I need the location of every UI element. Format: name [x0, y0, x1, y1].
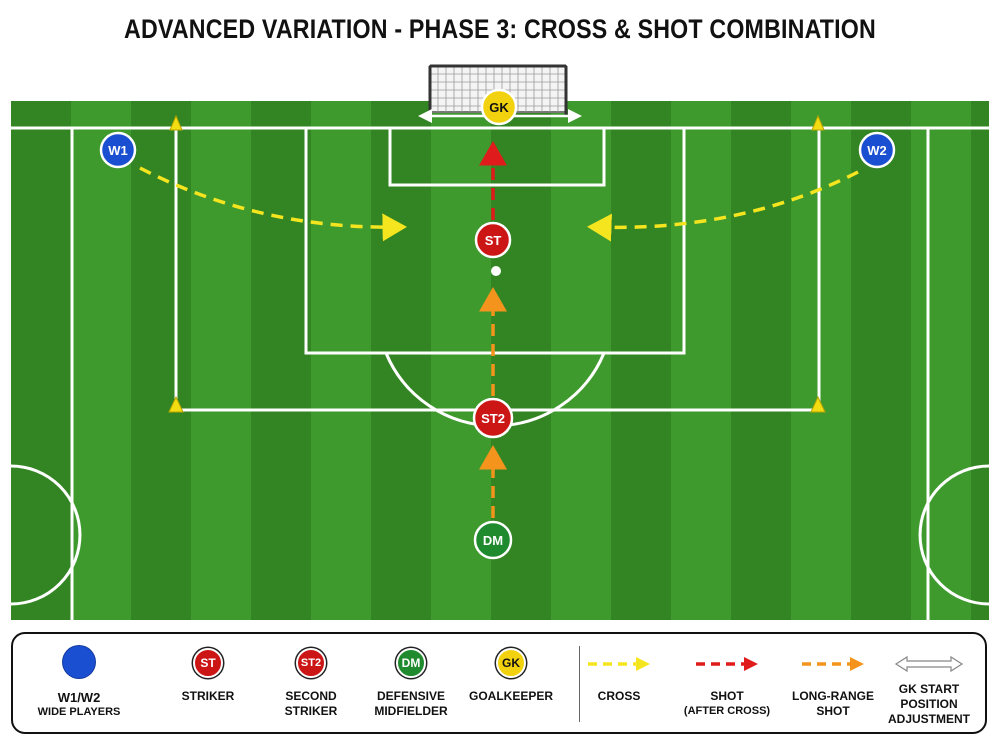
player-w1: W1: [99, 131, 137, 169]
cross-arrow-icon: [588, 657, 650, 671]
cones: [168, 114, 826, 413]
grass-stripe: [851, 101, 911, 620]
striker-token-icon: ST: [193, 648, 223, 678]
long-range-arrow-icon: [802, 657, 864, 671]
legend-gk: GK GOALKEEPER: [451, 634, 571, 704]
legend-striker-label: STRIKER: [181, 689, 235, 703]
ball-icon: [491, 266, 501, 276]
legend-wide-players: W1/W2 WIDE PLAYERS: [19, 634, 139, 720]
svg-text:W2: W2: [867, 143, 887, 158]
cone-icon: [168, 395, 184, 413]
svg-text:ST: ST: [485, 233, 502, 248]
blue-circle-icon: [63, 646, 95, 678]
legend-long-range-sublabel: SHOT: [816, 704, 850, 718]
legend-gk-adjust-label-3: ADJUSTMENT: [887, 712, 970, 726]
right-circle-arc: [918, 464, 989, 606]
legend-gk-adjust-label: GK START: [898, 682, 960, 696]
legend-striker: ST STRIKER: [148, 634, 268, 704]
svg-text:W1: W1: [108, 143, 128, 158]
player-w2: W2: [858, 131, 896, 169]
legend-shot-label: SHOT: [710, 689, 744, 703]
gk-token-icon: GK: [496, 648, 526, 678]
legend-wide-label: W1/W2: [57, 690, 101, 705]
legend-dm: DM DEFENSIVE MIDFIELDER: [351, 634, 471, 719]
legend-cross-label: CROSS: [597, 689, 641, 703]
legend-wide-sublabel: WIDE PLAYERS: [37, 706, 121, 718]
grass-stripe: [971, 101, 989, 620]
legend-second-striker-sublabel: STRIKER: [284, 704, 338, 718]
grass-stripe: [611, 101, 671, 620]
legend-second-striker-label: SECOND: [285, 689, 337, 703]
legend-dm-label: DEFENSIVE: [376, 689, 445, 703]
legend-gk-adjust-label-2: POSITION: [900, 697, 958, 711]
double-arrow-icon: [894, 655, 964, 673]
legend-long-range: LONG-RANGE SHOT: [773, 634, 893, 719]
pitch-diagram: W1 W2 GK ST ST2 DM: [11, 64, 989, 620]
svg-text:ST2: ST2: [481, 411, 505, 426]
grass-stripe: [731, 101, 791, 620]
legend-long-range-label: LONG-RANGE: [792, 689, 874, 703]
grass-stripe: [251, 101, 311, 620]
dm-token-icon: DM: [396, 648, 426, 678]
legend-shot-sublabel: (AFTER CROSS): [683, 705, 771, 717]
player-gk: GK: [480, 88, 518, 126]
page-title: ADVANCED VARIATION - PHASE 3: CROSS & SH…: [124, 14, 876, 44]
legend-second-striker: ST2 SECOND STRIKER: [251, 634, 371, 719]
grass-stripe: [371, 101, 431, 620]
legend-dm-sublabel: MIDFIELDER: [374, 704, 448, 718]
legend-shot: SHOT (AFTER CROSS): [667, 634, 787, 719]
second-striker-token-icon: ST2: [296, 648, 326, 678]
legend: W1/W2 WIDE PLAYERS ST STRIKER ST2 SECOND…: [11, 632, 987, 734]
player-dm: DM: [473, 520, 513, 560]
cone-icon: [810, 395, 826, 413]
shot-arrow-icon: [696, 657, 758, 671]
legend-divider: [579, 646, 580, 722]
player-st2: ST2: [472, 397, 514, 439]
player-st: ST: [474, 221, 512, 259]
left-circle-arc: [11, 464, 82, 606]
cone-icon: [169, 114, 183, 131]
svg-text:GK: GK: [489, 100, 509, 115]
legend-gk-label: GOALKEEPER: [468, 689, 553, 703]
legend-gk-adjustment: GK START POSITION ADJUSTMENT: [869, 634, 989, 727]
legend-cross: CROSS: [559, 634, 679, 704]
arrows: [139, 141, 859, 518]
grass-stripe: [11, 101, 71, 620]
svg-text:DM: DM: [483, 533, 503, 548]
cone-icon: [811, 114, 825, 131]
